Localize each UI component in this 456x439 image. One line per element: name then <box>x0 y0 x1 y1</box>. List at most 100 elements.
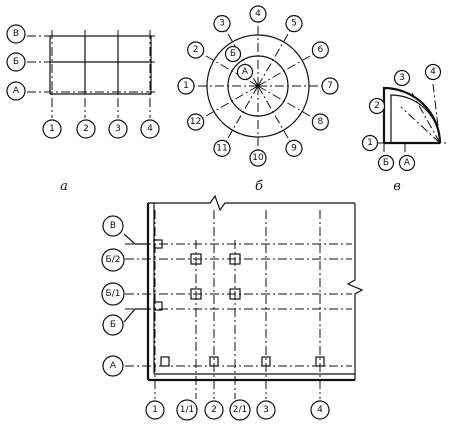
fig-d-bubble-row: Б/1 <box>101 282 125 306</box>
fig-a-caption: а <box>60 179 68 194</box>
fig-a-bubble-col: 1 <box>42 119 62 139</box>
fig-b-bubble-ring: 7 <box>321 77 339 95</box>
fig-b-axis-ray <box>202 53 259 87</box>
svg-text:4: 4 <box>430 67 436 77</box>
svg-text:1: 1 <box>152 405 158 415</box>
fig-a-bubble-col: 4 <box>140 119 160 139</box>
fig-c-axis-2 <box>400 106 441 144</box>
fig-d-bubble-col: 4 <box>310 400 330 420</box>
fig-d-leader-b <box>123 308 150 323</box>
fig-d-bubble-col: 2/1 <box>229 399 251 421</box>
fig-d-pilaster <box>153 301 163 311</box>
fig-b-bubble-ring: 2 <box>187 41 205 59</box>
fig-d-column <box>229 288 241 300</box>
svg-text:Б: Б <box>110 320 116 330</box>
svg-text:3: 3 <box>399 73 405 83</box>
fig-b-axis-ray <box>257 85 291 142</box>
fig-d-bubble-row: Б <box>102 314 124 336</box>
svg-text:3: 3 <box>219 19 225 29</box>
fig-a: В Б А 1 2 3 4 а <box>6 24 160 194</box>
fig-b-axis-ray <box>225 85 259 142</box>
fig-d-leader-v <box>123 233 150 245</box>
fig-b-axis-ray <box>225 30 259 87</box>
svg-text:В: В <box>110 221 116 231</box>
svg-text:5: 5 <box>291 19 297 29</box>
fig-d-break-right <box>346 203 364 380</box>
fig-c-bubble-radial: 4 <box>424 63 442 81</box>
svg-text:В: В <box>13 29 19 39</box>
fig-d-pilaster <box>261 356 271 367</box>
fig-b-bubble-ring: 9 <box>285 139 303 157</box>
svg-text:А: А <box>13 86 20 96</box>
fig-b-inner-bubble: Б <box>224 45 242 63</box>
fig-d-column <box>229 253 241 265</box>
svg-text:3: 3 <box>263 405 269 415</box>
svg-text:1/1: 1/1 <box>180 405 194 415</box>
fig-d: В Б/2 Б/1 Б А 1 1/1 2 2/1 3 4 <box>101 194 364 421</box>
fig-c-bubble-radial: 1 <box>361 134 379 152</box>
svg-text:2: 2 <box>211 405 217 415</box>
fig-d-pilaster <box>153 239 163 249</box>
fig-c-caption: в <box>393 179 401 194</box>
svg-text:4: 4 <box>147 124 153 134</box>
svg-text:Б: Б <box>230 49 236 59</box>
fig-c-bubble-ring: А <box>398 154 416 172</box>
fig-b-rays <box>194 22 322 150</box>
svg-text:7: 7 <box>327 81 333 91</box>
fig-b-bubble-ring: 10 <box>249 149 267 167</box>
fig-a-bubble-row: А <box>6 81 26 101</box>
svg-text:3: 3 <box>115 124 121 134</box>
svg-text:А: А <box>110 361 117 371</box>
svg-text:2/1: 2/1 <box>233 405 247 415</box>
fig-d-pilaster <box>160 356 170 367</box>
fig-d-bubble-col: 1/1 <box>176 399 198 421</box>
svg-text:А: А <box>242 67 249 77</box>
svg-text:Б: Б <box>383 158 389 168</box>
fig-b-bubble-ring: 8 <box>311 113 329 131</box>
fig-d-bubble-col: 3 <box>256 400 276 420</box>
svg-text:2: 2 <box>83 124 89 134</box>
fig-c-bubble-ring: Б <box>377 154 395 172</box>
fig-c: 1 2 3 4 Б А в <box>361 63 446 194</box>
fig-d-bubble-row: В <box>102 215 124 237</box>
svg-text:1: 1 <box>367 138 373 148</box>
svg-text:1: 1 <box>183 81 189 91</box>
svg-text:Б/1: Б/1 <box>106 289 121 299</box>
fig-b-bubble-ring: 12 <box>187 113 205 131</box>
fig-d-column <box>190 253 202 265</box>
fig-b-bubble-ring: 5 <box>285 15 303 33</box>
fig-d-column <box>190 288 202 300</box>
fig-a-bubble-row: Б <box>6 52 26 72</box>
svg-text:Б: Б <box>13 57 19 67</box>
fig-c-axis-3 <box>411 92 441 144</box>
fig-b-caption: б <box>255 179 263 194</box>
fig-b-inner-bubble: А <box>236 63 254 81</box>
svg-text:6: 6 <box>317 45 323 55</box>
fig-d-bubble-col: 2 <box>204 400 224 420</box>
fig-c-axis-4 <box>432 83 441 144</box>
svg-text:9: 9 <box>291 143 297 153</box>
svg-text:Б/2: Б/2 <box>106 255 121 265</box>
fig-a-grid-frame <box>49 35 152 95</box>
fig-d-bubble-row: Б/2 <box>101 248 125 272</box>
svg-text:2: 2 <box>193 45 199 55</box>
svg-text:1: 1 <box>49 124 55 134</box>
fig-b-bubble-ring: 1 <box>177 77 195 95</box>
fig-d-bubble-col: 1 <box>145 400 165 420</box>
fig-b-axis-ray <box>257 85 314 119</box>
fig-b-bubble-ring: 11 <box>213 139 231 157</box>
fig-c-bubble-radial: 3 <box>393 69 411 87</box>
fig-a-bubble-row: В <box>6 24 26 44</box>
fig-b-axis-ray <box>257 30 291 87</box>
svg-text:11: 11 <box>216 143 227 153</box>
fig-c-inner-arc <box>390 94 441 144</box>
fig-b-bubble-ring: 3 <box>213 15 231 33</box>
fig-d-pilaster <box>315 356 325 367</box>
svg-text:12: 12 <box>190 117 201 127</box>
svg-text:4: 4 <box>255 9 261 19</box>
svg-text:2: 2 <box>374 101 380 111</box>
svg-text:10: 10 <box>252 153 264 163</box>
